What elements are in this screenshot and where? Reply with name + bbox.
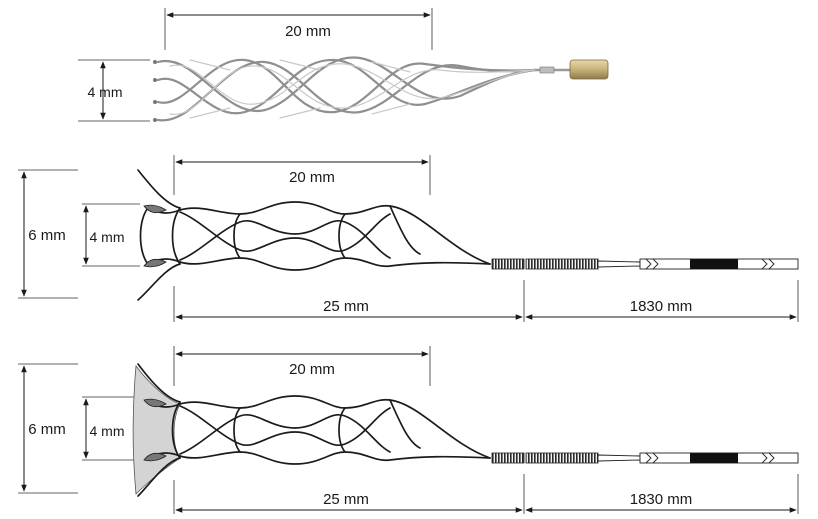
top-length-dimension: 20 mm <box>164 8 433 50</box>
middle-inner-diameter-dimension: 4 mm <box>82 203 140 267</box>
bottom-tip-length-dimension: 25 mm <box>173 474 525 514</box>
top-diameter-label: 4 mm <box>88 84 123 100</box>
middle-outer-diameter-label: 6 mm <box>28 227 66 244</box>
bottom-tip-length-label: 25 mm <box>323 491 369 508</box>
bottom-shaft-length-dimension: 1830 mm <box>525 474 799 514</box>
bottom-shaft-marker <box>690 453 738 463</box>
top-length-label: 20 mm <box>285 23 331 40</box>
middle-inner-diameter-label: 4 mm <box>90 229 125 245</box>
middle-tip-length-dimension: 25 mm <box>173 280 525 322</box>
bottom-stent-basket <box>137 363 491 497</box>
middle-basket-length-label: 20 mm <box>289 169 335 186</box>
middle-shaft-length-dimension: 1830 mm <box>525 280 799 322</box>
top-stent-mesh <box>153 56 609 122</box>
top-connector <box>569 59 609 80</box>
bottom-basket-length-label: 20 mm <box>289 361 335 378</box>
middle-outer-diameter-dimension: 6 mm <box>18 169 78 299</box>
bottom-outer-diameter-label: 6 mm <box>28 421 66 438</box>
bottom-inner-diameter-label: 4 mm <box>90 423 125 439</box>
bottom-device: 20 mm 6 mm 4 mm <box>18 346 799 514</box>
bottom-inner-diameter-dimension: 4 mm <box>82 396 140 461</box>
middle-device: 20 mm 6 mm 4 mm <box>18 155 799 322</box>
middle-shaft-length-label: 1830 mm <box>630 298 693 315</box>
top-device: 20 mm 4 mm <box>78 8 609 122</box>
bottom-basket-length-dimension: 20 mm <box>173 346 431 386</box>
bottom-delivery-shaft <box>491 452 799 464</box>
top-diameter-dimension: 4 mm <box>78 59 150 122</box>
middle-stent-basket <box>137 169 491 301</box>
bottom-outer-diameter-dimension: 6 mm <box>18 363 78 494</box>
middle-basket-length-dimension: 20 mm <box>173 155 431 195</box>
middle-shaft-marker <box>690 259 738 269</box>
bottom-membrane <box>132 364 181 495</box>
middle-delivery-shaft <box>491 258 799 270</box>
middle-tip-length-label: 25 mm <box>323 298 369 315</box>
bottom-shaft-length-label: 1830 mm <box>630 491 693 508</box>
